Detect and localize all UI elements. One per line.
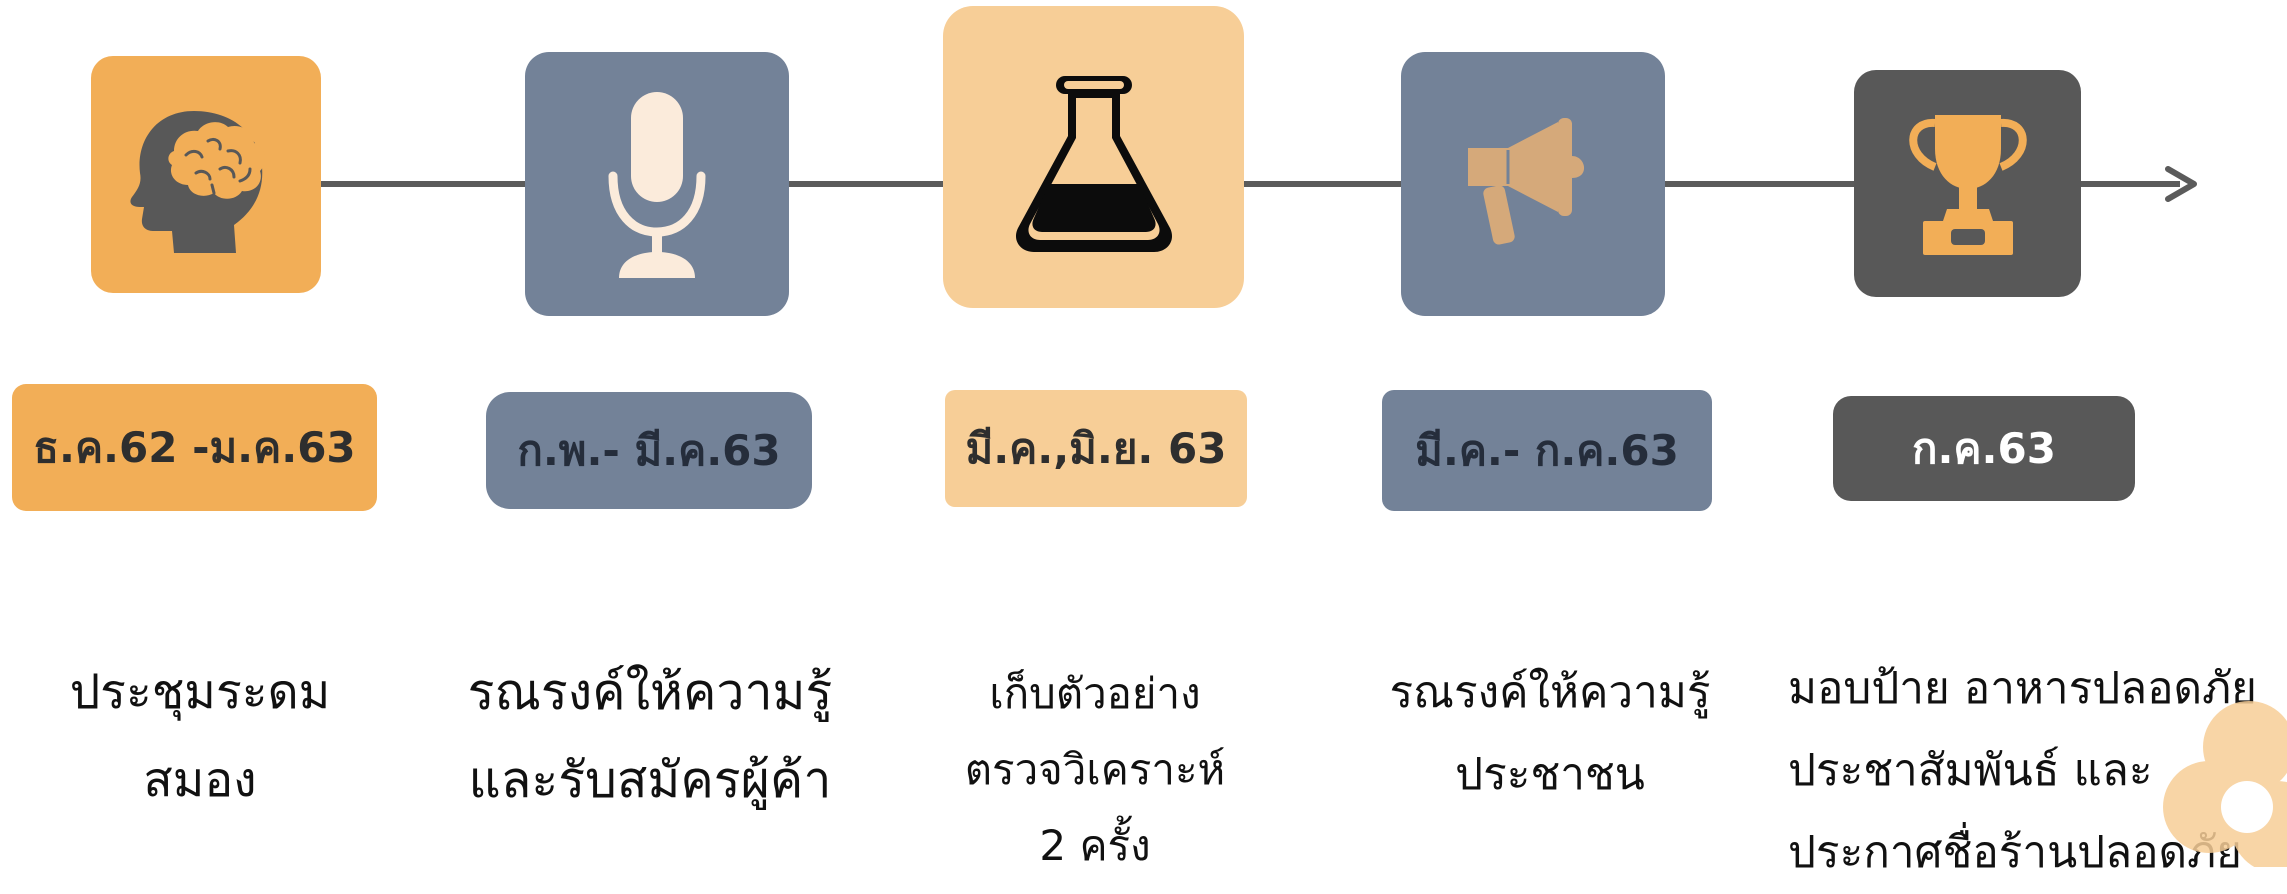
step-2-icon-box — [525, 52, 789, 316]
step-4-date: มี.ค.- ก.ค.63 — [1415, 425, 1679, 475]
step-3-line-2: ตรวจวิเคราะห์ — [964, 745, 1226, 794]
decorative-flower-icon — [2163, 701, 2287, 867]
step-5-line-2: ประชาสัมพันธ์ และ — [1788, 745, 2153, 796]
step-2-description: รณรงค์ให้ความรู้ และรับสมัครผู้ค้า — [420, 648, 880, 824]
step-1-line-1: ประชุมระดม — [69, 664, 331, 720]
flask-icon — [1015, 76, 1172, 252]
step-4-date-badge: มี.ค.- ก.ค.63 — [1382, 390, 1712, 511]
step-2-date-badge: ก.พ.- มี.ค.63 — [486, 392, 812, 509]
trophy-icon — [1908, 114, 2027, 255]
step-3-description: เก็บตัวอย่าง ตรวจวิเคราะห์ 2 ครั้ง — [920, 656, 1270, 884]
step-4-line-2: ประชาชน — [1455, 749, 1645, 800]
step-1-line-2: สมอง — [143, 752, 257, 808]
step-2-line-1: รณรงค์ให้ความรู้ — [467, 663, 833, 721]
timeline-arrow-head — [2165, 166, 2197, 202]
step-3-icon-box — [943, 6, 1244, 308]
megaphone-icon — [1468, 118, 1585, 245]
step-3-date: มี.ค.,มิ.ย. 63 — [965, 423, 1227, 473]
step-2-line-2: และรับสมัครผู้ค้า — [468, 751, 832, 809]
step-3-line-3: 2 ครั้ง — [1039, 821, 1151, 870]
step-5-date: ก.ค.63 — [1912, 423, 2056, 473]
step-3-line-1: เก็บตัวอย่าง — [989, 669, 1201, 718]
step-4-icon-box — [1401, 52, 1665, 316]
step-5-icon-box — [1854, 70, 2081, 297]
step-1-date-badge: ธ.ค.62 -ม.ค.63 — [12, 384, 377, 511]
step-1-date: ธ.ค.62 -ม.ค.63 — [33, 422, 356, 472]
step-5-date-badge: ก.ค.63 — [1833, 396, 2135, 501]
microphone-icon — [608, 92, 706, 278]
step-1-description: ประชุมระดม สมอง — [40, 648, 360, 824]
step-5-line-1: มอบป้าย อาหารปลอดภัย — [1788, 663, 2257, 714]
step-2-date: ก.พ.- มี.ค.63 — [517, 425, 781, 475]
step-3-date-badge: มี.ค.,มิ.ย. 63 — [945, 390, 1247, 507]
step-1-icon-box — [91, 56, 321, 293]
brain-head-icon — [130, 110, 265, 253]
step-4-line-1: รณรงค์ให้ความรู้ — [1389, 667, 1711, 718]
step-4-description: รณรงค์ให้ความรู้ ประชาชน — [1340, 652, 1760, 816]
